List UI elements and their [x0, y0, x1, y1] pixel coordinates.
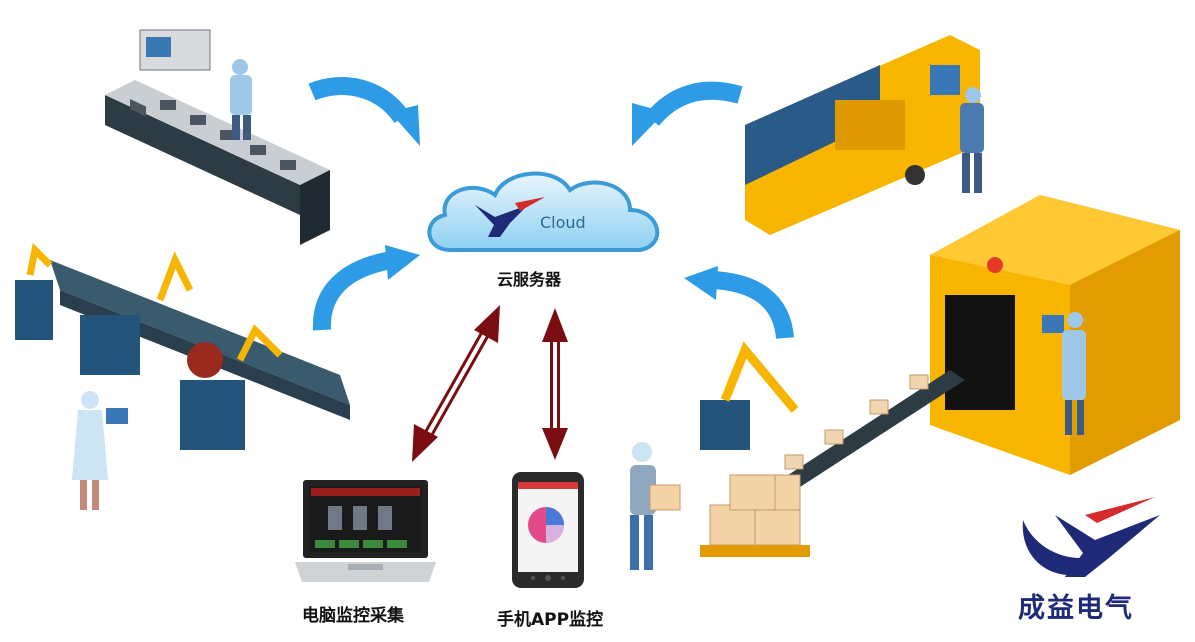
worker-2-icon [72, 391, 128, 510]
cabinet-screen-icon [1042, 315, 1064, 333]
assembly-conveyor-machine [100, 25, 330, 255]
pie-chart-icon [528, 507, 564, 543]
app-monitoring-caption: 手机APP监控 [497, 605, 603, 630]
alarm-light-icon [987, 257, 1003, 273]
lathe-screen-icon [930, 65, 960, 95]
arrow-top-right-icon [632, 91, 740, 146]
pallet-jack-icon [700, 545, 810, 557]
worker-carrying-box-icon [612, 440, 692, 580]
robot-production-line [10, 230, 380, 520]
mobile-phone-icon [508, 470, 588, 590]
worker-1-icon [230, 59, 252, 140]
box-stack-icon [710, 475, 800, 545]
double-arrow-pc-icon [412, 305, 500, 462]
cabinet-opening [945, 295, 1015, 410]
saw-blade-icon [187, 342, 223, 378]
handwheel-icon [905, 165, 925, 185]
brand-logo-icon [1015, 495, 1170, 580]
laptop-monitor-icon [293, 478, 438, 588]
double-arrow-phone-icon [542, 308, 568, 460]
pc-monitoring-caption: 电脑监控采集 [302, 601, 404, 626]
brand-name: 成益电气 [1018, 586, 1134, 625]
